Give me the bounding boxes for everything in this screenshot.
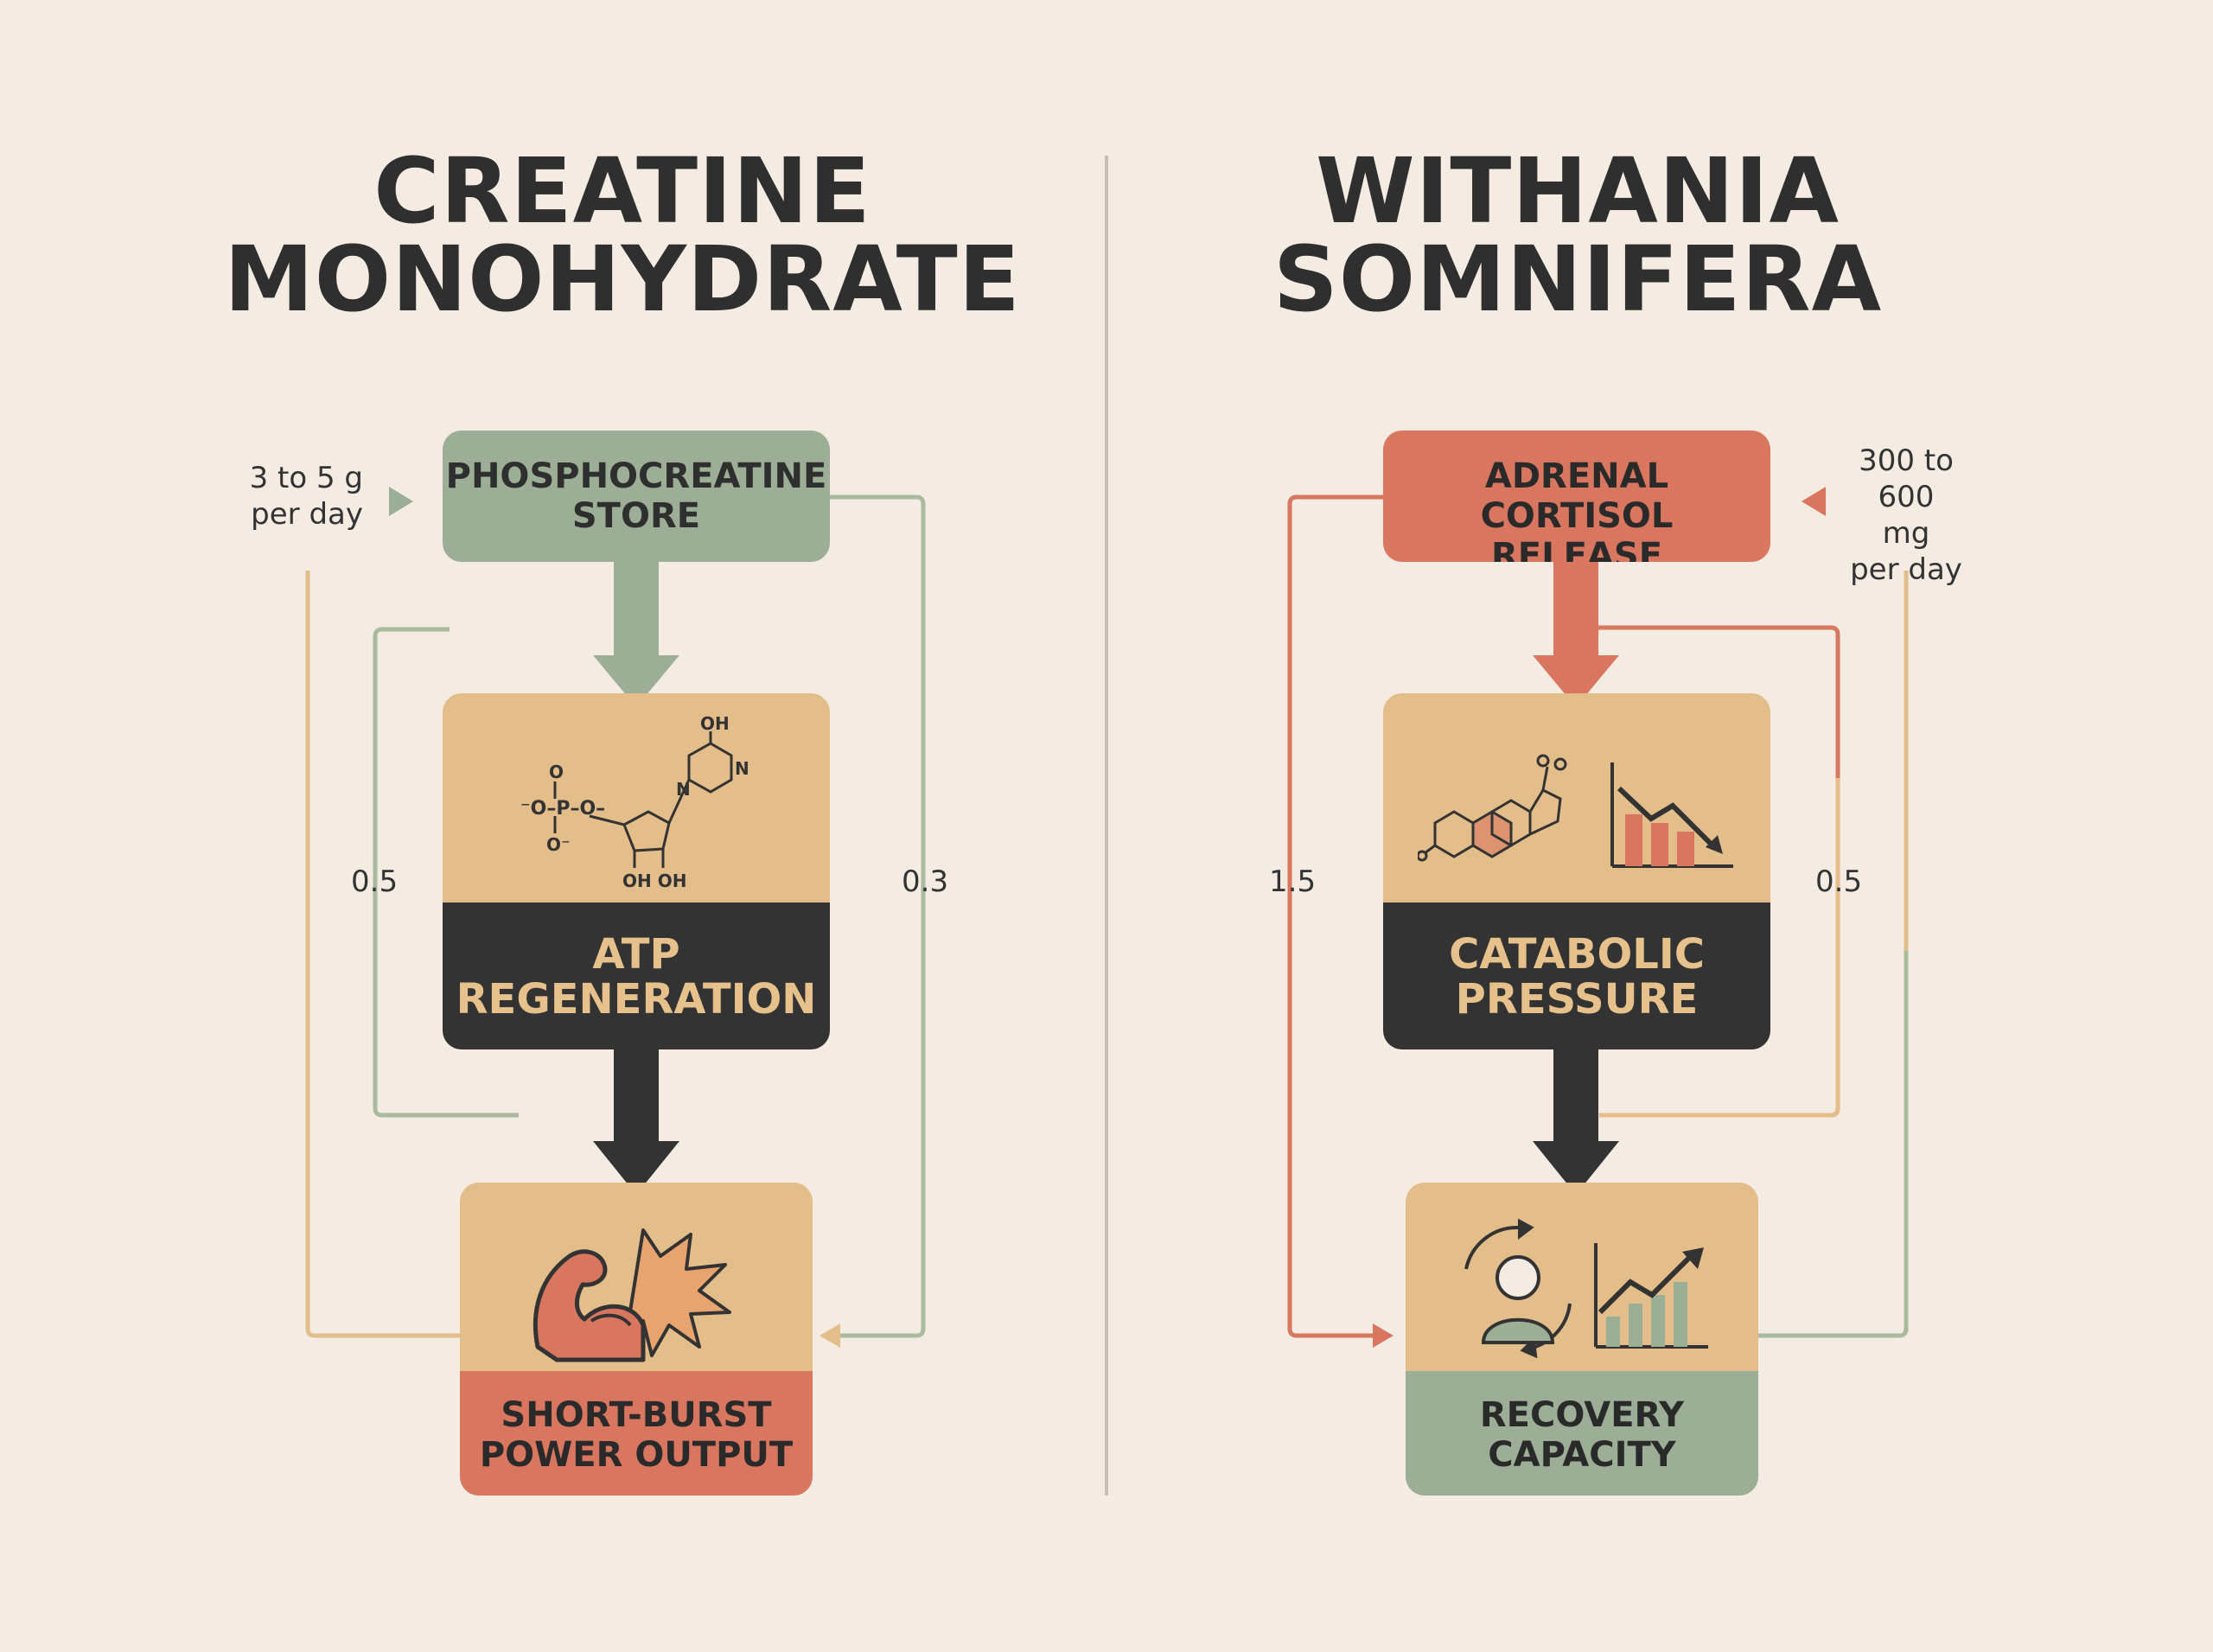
right-dose-arrowhead	[1802, 487, 1826, 516]
phosphocreatine-store-box: PHOSPHOCREATINE STORE	[443, 431, 830, 562]
right-loop-right-outer	[1755, 571, 1909, 1338]
left-arrow-top-head	[593, 655, 679, 707]
person-rising-chart-icon	[1464, 1218, 1708, 1359]
recovery-capacity-box: RECOVERY CAPACITY	[1406, 1183, 1758, 1496]
left-weight-right: 0.3	[902, 864, 949, 899]
svg-text:O⁻: O⁻	[546, 834, 571, 855]
left-arrow-top-shaft	[614, 562, 659, 657]
right-loop-left-arrowhead	[1373, 1324, 1393, 1348]
right-arrow-top-head	[1533, 655, 1619, 707]
left-arrow-bottom-head	[593, 1141, 679, 1195]
svg-text:OH OH: OH OH	[622, 871, 686, 891]
left-loop-left-outer	[305, 571, 460, 1338]
right-arrow-bottom-head	[1533, 1141, 1619, 1195]
catabolic-pressure-band: CATABOLIC PRESSURE	[1383, 903, 1770, 1049]
right-loop-right-outer-sage	[1755, 951, 1909, 1338]
svg-text:N: N	[676, 779, 691, 800]
left-weight-left: 0.5	[351, 864, 399, 899]
right-dose-note: 300 to 600 mg per day	[1850, 443, 1962, 587]
power-output-band: SHORT-BURST POWER OUTPUT	[460, 1371, 813, 1496]
svg-text:N: N	[735, 758, 749, 779]
right-arrow-top-shaft	[1553, 562, 1598, 657]
catabolic-pressure-label: CATABOLIC PRESSURE	[1449, 930, 1705, 1024]
right-weight-left: 1.5	[1269, 864, 1317, 899]
power-output-box: SHORT-BURST POWER OUTPUT	[460, 1183, 813, 1496]
recovery-capacity-band: RECOVERY CAPACITY	[1406, 1371, 1758, 1496]
recovery-capacity-label: RECOVERY CAPACITY	[1479, 1395, 1685, 1475]
left-loop-right-arrowhead	[820, 1324, 840, 1348]
right-arrow-bottom-shaft	[1553, 1049, 1598, 1143]
flexed-bicep-burst-icon	[533, 1228, 731, 1362]
left-dose-arrowhead	[389, 487, 413, 516]
svg-text:OH: OH	[700, 713, 730, 734]
right-loop-left-outer	[1287, 494, 1383, 1338]
power-output-label: SHORT-BURST POWER OUTPUT	[479, 1395, 794, 1475]
left-arrow-bottom-shaft	[614, 1049, 659, 1143]
atp-molecule-icon: OH N N OH OH ⁻O–P–O– O O⁻	[520, 713, 749, 891]
atp-regeneration-label: ATP REGENERATION	[456, 930, 817, 1024]
left-title: CREATINE MONOHYDRATE	[224, 138, 1021, 332]
left-dose-note: 3 to 5 g per day	[249, 461, 363, 532]
right-loop-right-inner-bottom	[1599, 778, 1840, 1118]
left-loop-right-outer	[830, 494, 926, 1338]
adrenal-cortisol-box: ADRENAL CORTISOL RELEASE	[1383, 431, 1770, 562]
right-weight-right: 0.5	[1815, 864, 1863, 899]
right-title: WITHANIA SOMNIFERA	[1272, 138, 1883, 332]
left-loop-left-inner	[373, 627, 519, 1118]
catabolic-pressure-box: CATABOLIC PRESSURE	[1383, 693, 1770, 1049]
atp-regeneration-box: OH N N OH OH ⁻O–P–O– O O⁻ ATP REGENERATI…	[443, 693, 830, 1049]
steroid-declining-chart-icon	[1418, 754, 1733, 868]
svg-text:⁻O–P–O–: ⁻O–P–O–	[520, 798, 605, 820]
svg-text:O: O	[549, 762, 564, 782]
phosphocreatine-store-label: PHOSPHOCREATINE STORE	[445, 456, 827, 536]
atp-regeneration-band: ATP REGENERATION	[443, 903, 830, 1049]
adrenal-cortisol-label: ADRENAL CORTISOL RELEASE	[1480, 456, 1674, 562]
